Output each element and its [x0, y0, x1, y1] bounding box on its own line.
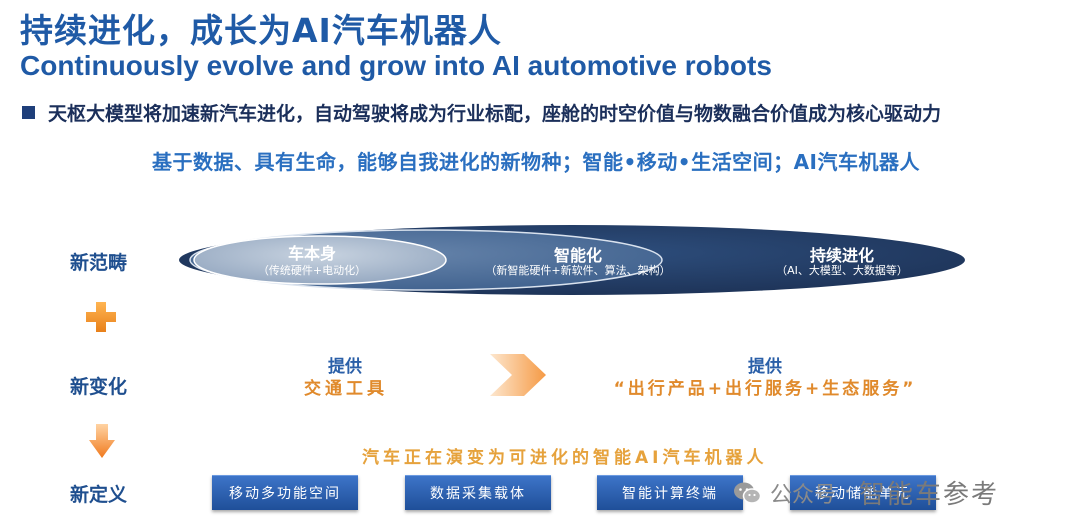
stage2-title: 智能化 — [553, 246, 602, 265]
down-arrow-icon — [89, 424, 115, 458]
watermark: 公众号 · 智能车参考 — [732, 474, 999, 511]
offer-left-item: 交通工具 — [304, 379, 388, 399]
row-label-change: 新变化 — [70, 376, 128, 398]
page-subtitle: Continuously evolve and grow into AI aut… — [20, 50, 772, 81]
evolution-ellipse-diagram — [177, 223, 967, 297]
tag-mobile-energy: 移动储能单元 — [790, 475, 936, 510]
tag-data-collection: 数据采集载体 — [405, 475, 551, 510]
offer-right-label: 提供 — [748, 357, 782, 377]
offer-right-item: “出行产品+出行服务+生态服务” — [613, 379, 917, 399]
watermark-prefix: 公众号 — [770, 482, 837, 508]
bullet-text: 天枢大模型将加速新汽车进化，自动驾驶将成为行业标配，座舱的时空价值与物数融合价值… — [48, 103, 942, 125]
highlight-statement: 基于数据、具有生命，能够自我进化的新物种；智能•移动•生活空间；AI汽车机器人 — [152, 150, 920, 174]
stage1-title: 车本身 — [287, 244, 336, 263]
stage2-sub: （新智能硬件+新软件、算法、架构） — [485, 264, 671, 277]
chevron-right-arrow-icon — [490, 354, 546, 396]
wechat-icon — [734, 482, 762, 504]
ellipse-inner — [193, 235, 447, 285]
stage1-sub: （传统硬件+电动化） — [257, 264, 367, 277]
stage3-title: 持续进化 — [809, 246, 874, 265]
row-label-paradigm: 新范畴 — [70, 252, 128, 274]
stage3-sub: （AI、大模型、大数据等） — [776, 264, 908, 277]
tag-smart-computing: 智能计算终端 — [597, 475, 743, 510]
plus-icon — [86, 302, 116, 332]
tag-mobile-space: 移动多功能空间 — [212, 475, 358, 510]
row-label-definition: 新定义 — [70, 484, 128, 506]
bullet-square-icon — [22, 106, 35, 119]
watermark-name: 智能车参考 — [859, 480, 1000, 510]
page-title: 持续进化，成长为AI汽车机器人 — [20, 11, 502, 50]
evolve-statement: 汽车正在演变为可进化的智能AI汽车机器人 — [362, 448, 768, 468]
offer-left-label: 提供 — [328, 357, 362, 377]
